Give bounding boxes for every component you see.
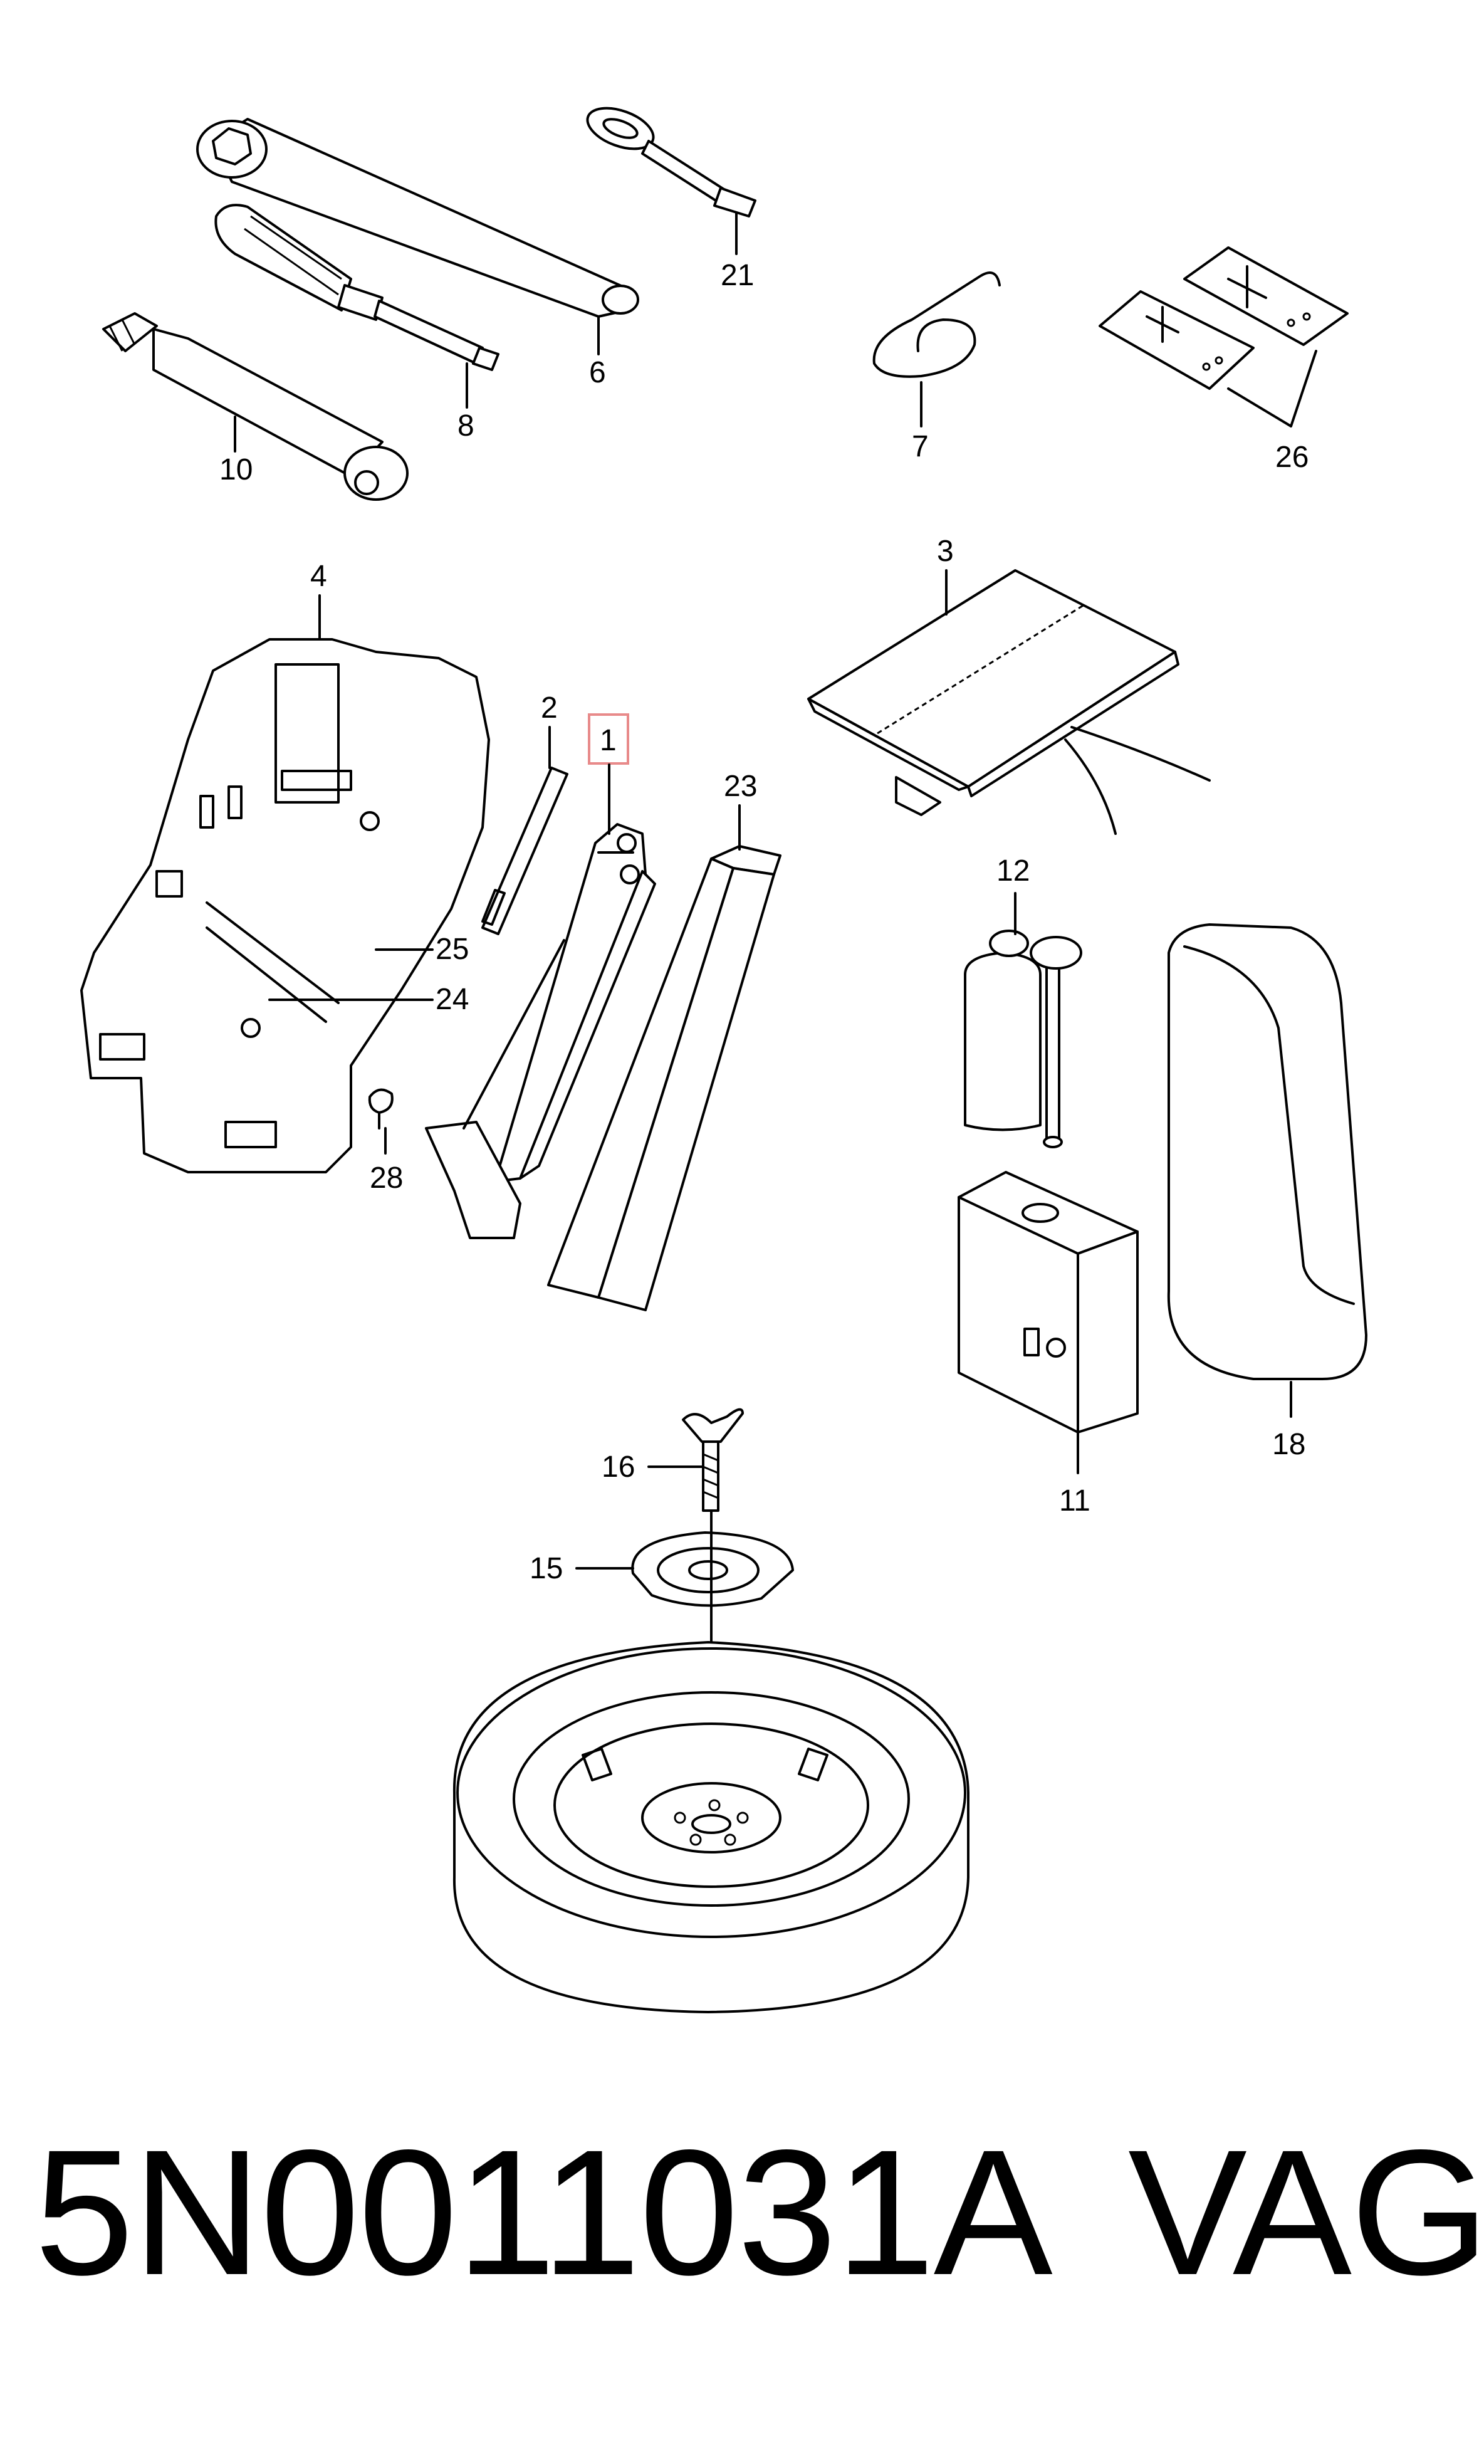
wheel-wrench-illustration <box>196 118 639 318</box>
spare-wheel-illustration <box>452 1641 969 2013</box>
callout-25: 25 <box>436 933 469 966</box>
callout-12: 12 <box>996 854 1030 888</box>
leader-line-26a <box>1227 387 1292 427</box>
callout-8: 8 <box>457 409 474 443</box>
callout-2: 2 <box>541 691 558 725</box>
eye-bolt-illustration <box>586 107 756 218</box>
screwdriver-illustration <box>214 204 499 371</box>
callout-1-highlight-box <box>588 713 629 765</box>
compressor-box-illustration <box>958 1171 1139 1434</box>
clip-illustration <box>368 1088 394 1130</box>
sealant-bottle-illustration <box>964 930 1082 1148</box>
spring-clip-illustration <box>872 271 1001 378</box>
callout-18: 18 <box>1272 1428 1305 1461</box>
callout-3: 3 <box>937 535 954 568</box>
tool-tray-illustration <box>80 638 490 1173</box>
brand-label: VAG <box>1128 2113 1484 2312</box>
callout-23: 23 <box>724 770 757 803</box>
callout-6: 6 <box>589 356 606 389</box>
part-number: 5N0011031A <box>34 2113 1053 2312</box>
part-number-footer: 5N0011031A VAG <box>34 2113 1484 2312</box>
foam-block-illustration <box>547 845 781 1311</box>
callout-7: 7 <box>912 430 929 463</box>
spacer-disc-illustration <box>631 1531 794 1607</box>
towing-tool-illustration <box>102 312 409 501</box>
car-jack-illustration <box>425 823 656 1239</box>
cover-bag-illustration <box>1167 923 1367 1380</box>
strip-illustration <box>481 767 568 935</box>
callout-28: 28 <box>370 1161 403 1195</box>
callout-16: 16 <box>602 1450 635 1484</box>
storage-bag-illustration <box>807 569 1211 835</box>
callout-10: 10 <box>219 453 253 486</box>
mounting-plates-illustration <box>1099 246 1349 390</box>
callout-1: 1 <box>600 724 617 757</box>
callout-24: 24 <box>436 983 469 1016</box>
callout-26: 26 <box>1275 441 1309 474</box>
wing-bolt-illustration <box>682 1408 744 1512</box>
callout-21: 21 <box>721 259 754 292</box>
callout-11: 11 <box>1059 1484 1090 1518</box>
callout-15: 15 <box>530 1552 563 1585</box>
callout-4: 4 <box>310 560 327 593</box>
leader-line-26b <box>1290 350 1317 427</box>
